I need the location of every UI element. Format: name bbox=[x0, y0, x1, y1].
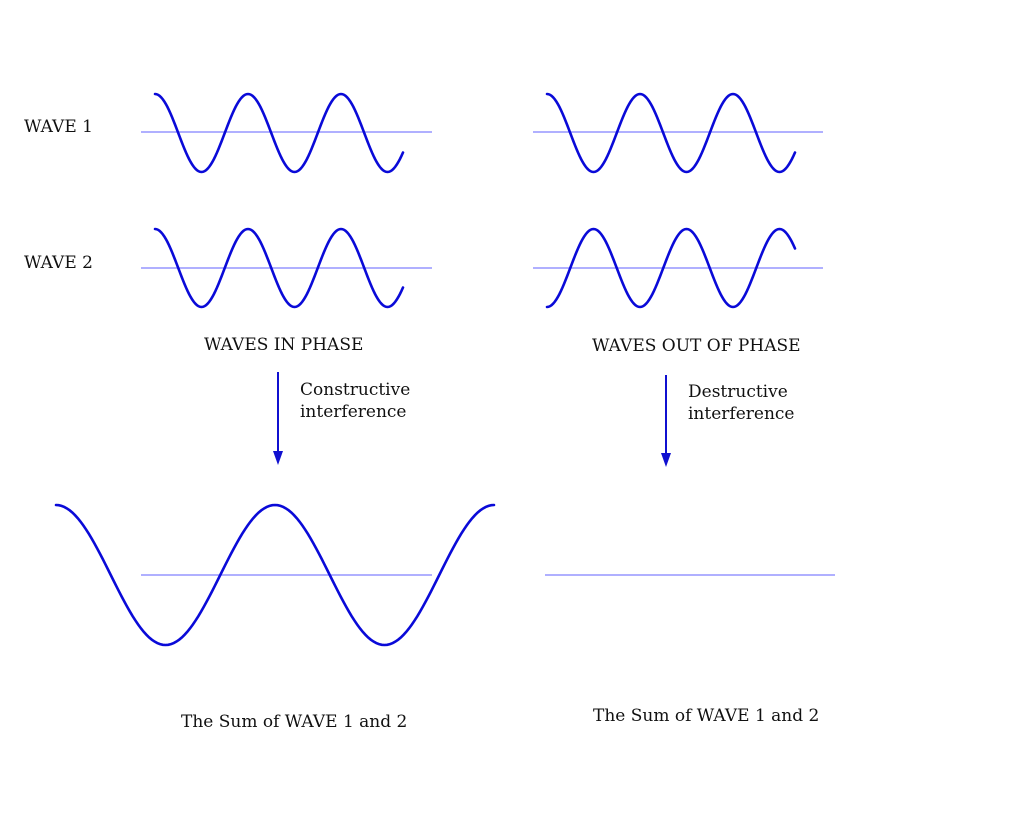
sum-caption-outphase: The Sum of WAVE 1 and 2 bbox=[593, 706, 820, 726]
arrowhead-destructive-icon bbox=[661, 453, 671, 467]
sum-wave-inphase-curve bbox=[54, 503, 496, 647]
wave-2-inphase-curve bbox=[153, 227, 405, 309]
in-phase-title: WAVES IN PHASE bbox=[204, 335, 364, 355]
wave-2-outphase-curve bbox=[545, 227, 797, 309]
out-of-phase-title: WAVES OUT OF PHASE bbox=[592, 336, 801, 356]
arrowhead-constructive-icon bbox=[273, 451, 283, 465]
destructive-line-2: interference bbox=[688, 404, 795, 424]
wave-2-label: WAVE 2 bbox=[24, 253, 93, 273]
constructive-line-2: interference bbox=[300, 402, 407, 422]
wave-1-inphase-curve bbox=[153, 92, 405, 174]
wave-1-label: WAVE 1 bbox=[24, 117, 93, 137]
destructive-interference-label: Destructive interference bbox=[688, 381, 794, 425]
constructive-line-1: Constructive bbox=[300, 380, 411, 400]
destructive-line-1: Destructive bbox=[688, 382, 788, 402]
wave-1-outphase-curve bbox=[545, 92, 797, 174]
sum-caption-inphase: The Sum of WAVE 1 and 2 bbox=[181, 712, 408, 732]
constructive-interference-label: Constructive interference bbox=[300, 379, 410, 423]
